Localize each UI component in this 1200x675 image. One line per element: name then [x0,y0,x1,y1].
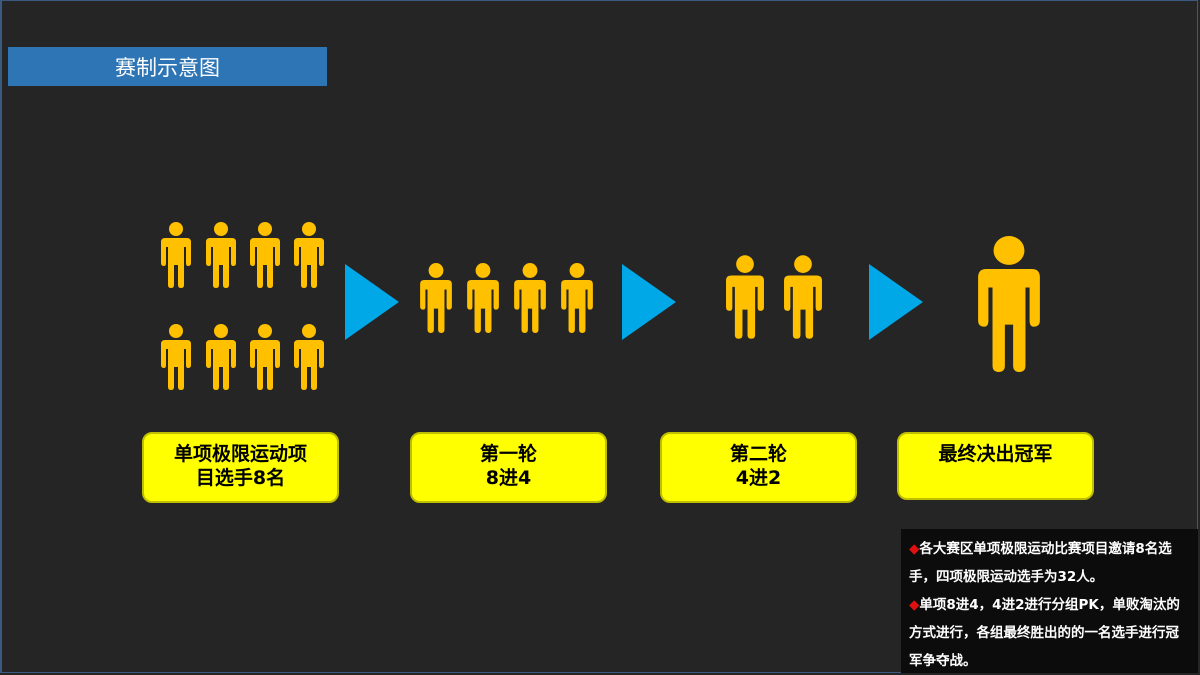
note-item-1: ◆各大赛区单项极限运动比赛项目邀请8名选手，四项极限运动选手为32人。 [909,541,1172,585]
person-icon [248,221,282,289]
champion-person-icon [973,234,1045,374]
stage-4-label: 最终决出冠军 [897,432,1094,500]
diamond-icon: ◆ [909,541,920,557]
person-icon [159,221,193,289]
stage-1-label: 单项极限运动项 目选手8名 [142,432,339,503]
person-icon [204,221,238,289]
rules-note: ◆各大赛区单项极限运动比赛项目邀请8名选手，四项极限运动选手为32人。 ◆单项8… [901,529,1198,673]
note-item-2: ◆单项8进4，4进2进行分组PK，单败淘汰的方式进行，各组最终胜出的的一名选手进… [909,597,1180,669]
person-icon [292,323,326,391]
stage-3-label: 第二轮 4进2 [660,432,857,503]
person-icon [204,323,238,391]
person-icon [248,323,282,391]
person-icon [781,254,825,340]
person-icon [723,254,767,340]
person-icon [512,262,548,334]
play-arrow-icon [622,264,676,340]
person-icon [418,262,454,334]
stage-2-label: 第一轮 8进4 [410,432,607,503]
person-icon [159,323,193,391]
play-arrow-icon [345,264,399,340]
person-icon [292,221,326,289]
person-icon [559,262,595,334]
diamond-icon: ◆ [909,597,920,613]
play-arrow-icon [869,264,923,340]
person-icon [465,262,501,334]
slide-title: 赛制示意图 [8,47,327,86]
